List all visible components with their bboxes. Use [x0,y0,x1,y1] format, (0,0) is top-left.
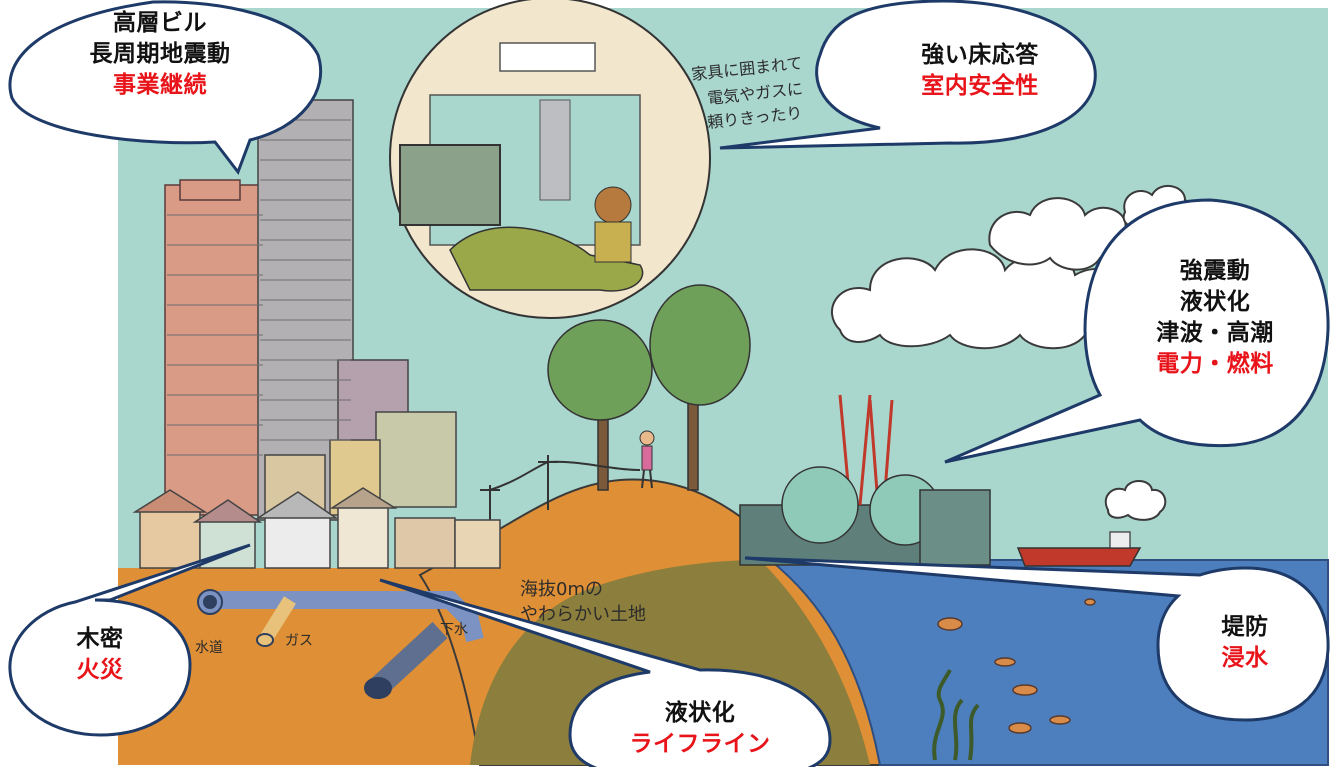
callout-levee-line2: 浸水 [1221,645,1269,671]
callout-floor-line1: 強い床応答 [921,42,1039,68]
callout-highrise: 高層ビル 長周期地震動 事業継続 [40,8,280,101]
callout-lifeline-line2: ライフライン [629,731,771,757]
bubble-wooden [8,543,251,737]
callout-highrise-line2: 長周期地震動 [89,41,231,67]
pipe-label-sewer: 下水 [440,622,468,638]
callout-lifeline: 液状化 ライフライン [590,698,810,760]
callout-industrial-line4: 電力・燃料 [1156,351,1274,377]
room-inset [389,0,711,319]
bubble-highrise [8,0,323,176]
bubble-floor [719,0,1097,150]
callout-highrise-line3: 事業継続 [113,72,207,98]
callout-lifeline-line1: 液状化 [664,700,736,726]
callout-industrial-line3: 津波・高潮 [1156,320,1274,346]
wooden-houses [132,487,501,569]
trees [547,284,751,491]
callout-industrial-line1: 強震動 [1179,258,1251,284]
callout-wooden-line1: 木密 [76,626,124,652]
callout-floor-line2: 室内安全性 [921,73,1039,99]
callout-industrial: 強震動 液状化 津波・高潮 電力・燃料 [1110,256,1320,380]
pipe-label-gas: ガス [285,633,313,649]
callout-levee-line1: 堤防 [1221,614,1269,640]
highrise-buildings [164,99,457,521]
callout-floor: 強い床応答 室内安全性 [870,40,1090,102]
fish [937,598,1096,734]
callout-industrial-line2: 液状化 [1179,289,1251,315]
bubble-industrial [944,198,1330,464]
callout-bubbles [8,0,1330,767]
seaweed [932,669,980,761]
callout-wooden: 木密 火災 [30,624,170,686]
callout-highrise-line1: 高層ビル [113,10,207,36]
buried-pipes [197,589,484,699]
callout-wooden-line2: 火災 [76,657,124,683]
callout-levee: 堤防 浸水 [1175,612,1315,674]
highrise-floor-lines [167,119,351,456]
pipe-label-water: 水道 [195,640,223,656]
bubble-levee [744,556,1330,722]
ground-note-line-1: 海抜0mの [520,579,603,600]
industrial-plant [739,394,991,566]
tanker-ship [1016,531,1142,567]
person-on-hill [639,430,655,489]
bubble-lifeline [379,578,832,767]
ground-note-line-2: やわらかい土地 [520,604,646,625]
